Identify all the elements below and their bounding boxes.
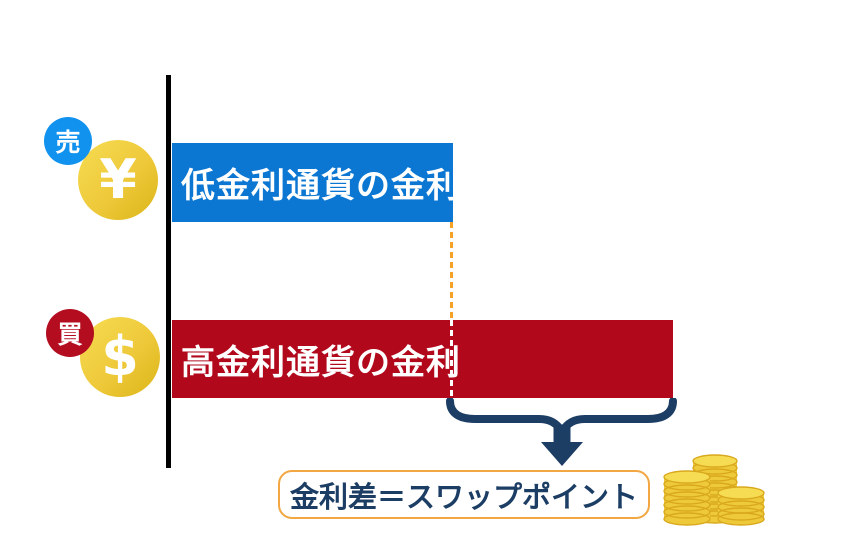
low-rate-bar: 低金利通貨の金利 <box>172 143 460 222</box>
dashed-guide-line-over-bar <box>450 320 453 398</box>
yen-coin-icon: ¥ <box>78 140 158 220</box>
axis-line <box>166 75 171 468</box>
low-rate-bar-label: 低金利通貨の金利 <box>181 166 461 206</box>
yen-symbol: ¥ <box>99 148 137 211</box>
coin-stacks-icon <box>663 454 765 526</box>
buy-badge: 買 <box>46 309 94 357</box>
sell-badge: 売 <box>44 117 92 165</box>
high-rate-bar: 高金利通貨の金利 <box>172 320 673 398</box>
dollar-symbol: $ <box>101 325 139 388</box>
dollar-coin-icon: $ <box>80 317 160 397</box>
coin-stack-left <box>663 470 711 526</box>
result-box: 金利差＝スワップポイント <box>278 470 650 519</box>
coin-stack-right <box>717 486 765 526</box>
result-label: 金利差＝スワップポイント <box>289 479 638 514</box>
high-rate-bar-label: 高金利通貨の金利 <box>181 342 461 383</box>
brace-arrow-icon <box>446 398 677 466</box>
dashed-guide-line <box>450 222 453 320</box>
